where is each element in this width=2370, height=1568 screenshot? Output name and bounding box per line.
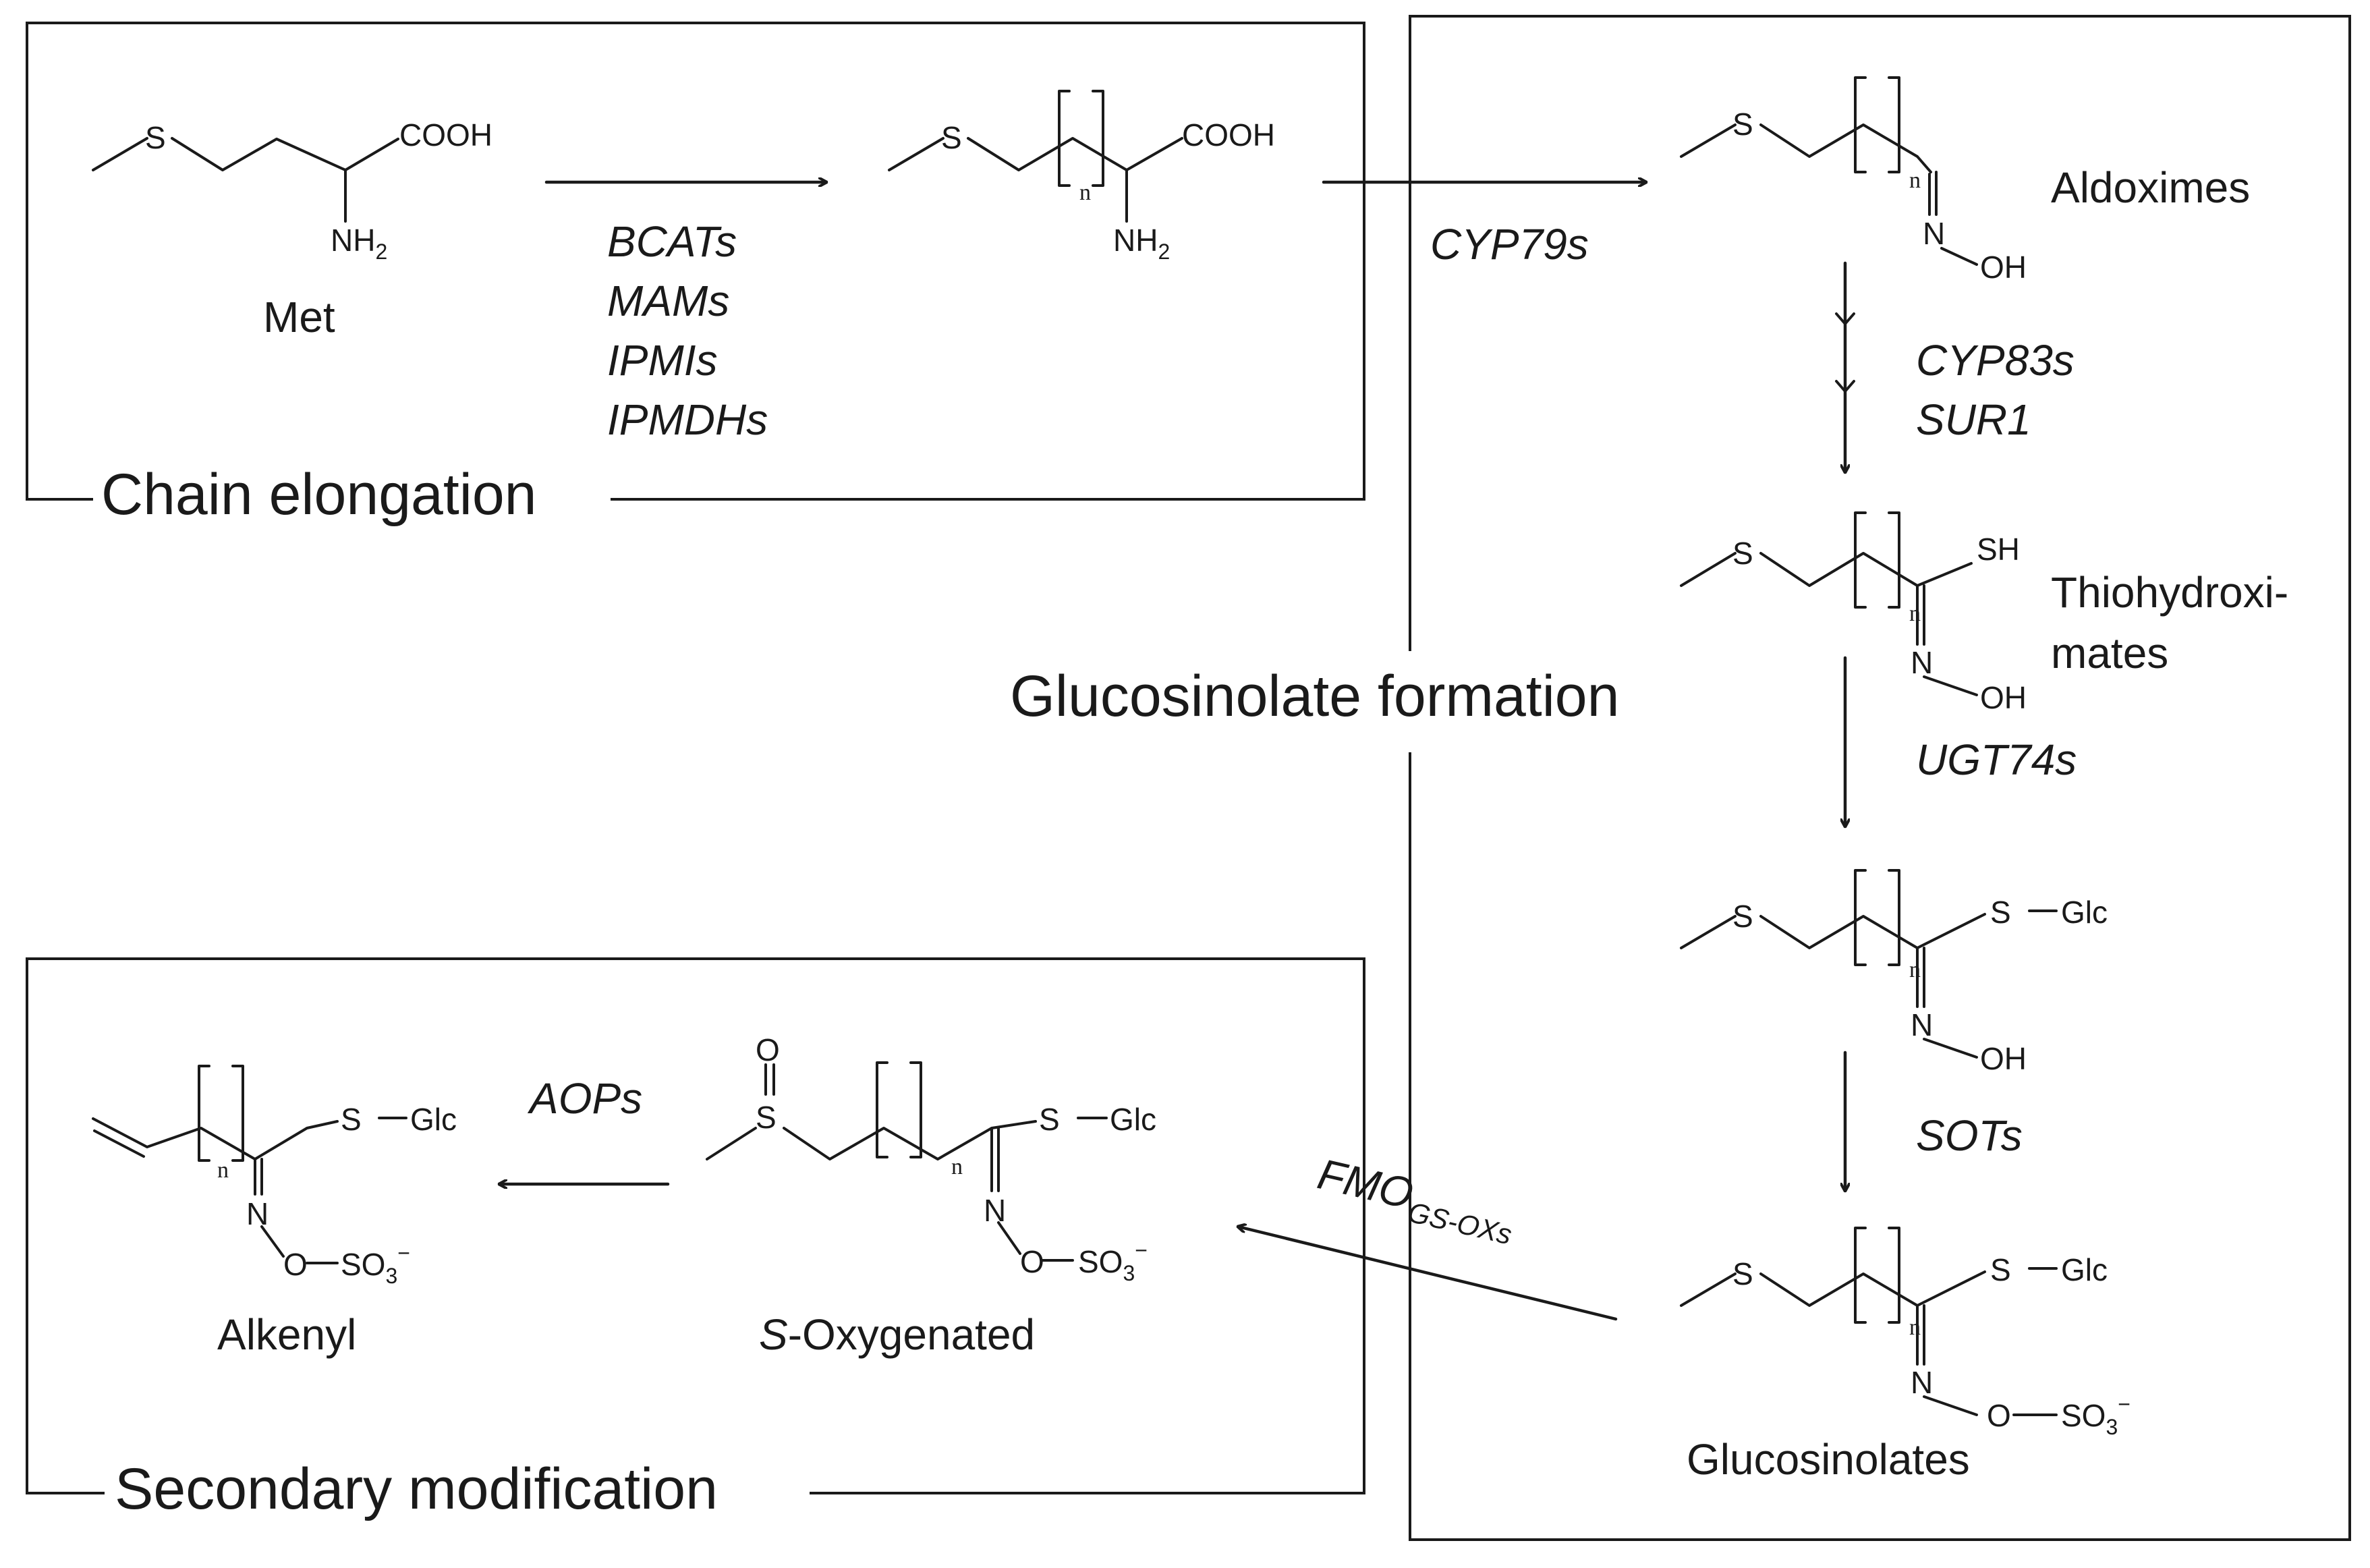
compound-label-thiohydroximates-1: Thiohydroxi- bbox=[2051, 568, 2288, 617]
repeat-index: n bbox=[1909, 601, 1921, 626]
atom-label: S bbox=[1732, 536, 1753, 571]
enzyme-label-mams: MAMs bbox=[607, 277, 729, 325]
atom-label: N bbox=[984, 1193, 1006, 1228]
repeat-index: n bbox=[1909, 957, 1921, 982]
repeat-index: n bbox=[1909, 1315, 1921, 1340]
structure-thiohydroximate: n S SH N OH Thiohydroxi- mates bbox=[1680, 511, 2288, 715]
compound-label-thiohydroximates-2: mates bbox=[2051, 629, 2168, 677]
atom-label: OH bbox=[1980, 680, 2027, 715]
atom-label: S bbox=[1039, 1102, 1060, 1137]
atom-label: S bbox=[1732, 899, 1753, 934]
compound-label-met: Met bbox=[263, 293, 335, 341]
atom-label: N bbox=[246, 1196, 269, 1231]
enzyme-label-cyp79s: CYP79s bbox=[1430, 220, 1589, 269]
atom-label: S bbox=[1732, 107, 1753, 142]
enzyme-label-sur1: SUR1 bbox=[1916, 395, 2031, 444]
enzyme-label-bcats: BCATs bbox=[607, 217, 737, 266]
compound-label-s-oxygenated: S-Oxygenated bbox=[759, 1310, 1035, 1359]
arrow-fmo-gs-ox bbox=[1238, 1227, 1618, 1321]
repeat-index: n bbox=[1079, 180, 1091, 205]
section-title-secondary-modification: Secondary modification bbox=[115, 1457, 718, 1521]
atom-label: O bbox=[756, 1032, 780, 1067]
atom-label: NH2 bbox=[1113, 223, 1170, 264]
repeat-index: n bbox=[1909, 168, 1921, 193]
enzyme-label-aops: AOPs bbox=[527, 1074, 642, 1123]
structure-s-oxygenated: n O S S Glc N O SO3− S-Oxygenated bbox=[706, 1032, 1156, 1359]
chain-elongation-frame bbox=[26, 22, 1365, 501]
compound-label-alkenyl: Alkenyl bbox=[217, 1310, 356, 1359]
section-title-chain-elongation: Chain elongation bbox=[101, 462, 537, 527]
enzyme-label-ugt74s: UGT74s bbox=[1916, 735, 2077, 784]
enzyme-label-fmo: FMOGS-OXs bbox=[1311, 1149, 1521, 1250]
atom-label: S bbox=[756, 1100, 777, 1135]
structure-elongated-amino-acid: n S COOH NH2 bbox=[888, 90, 1275, 264]
atom-label: Glc bbox=[1110, 1102, 1156, 1137]
atom-label: COOH bbox=[1182, 117, 1275, 152]
atom-label: N bbox=[1911, 1007, 1933, 1042]
atom-label: SO3− bbox=[1078, 1238, 1148, 1285]
structure-alkenyl: n S Glc N O SO3− Alkenyl bbox=[92, 1065, 457, 1359]
structure-methionine: S COOH NH2 Met bbox=[92, 117, 492, 341]
atom-label: S bbox=[1990, 1252, 2011, 1287]
atom-label: S bbox=[145, 120, 166, 155]
repeat-index: n bbox=[951, 1154, 963, 1179]
atom-label: O bbox=[1987, 1398, 2011, 1433]
enzyme-label-ipmis: IPMIs bbox=[607, 336, 718, 385]
structure-glucosinolate: n S S Glc N O SO3− Glucosinolates bbox=[1680, 1227, 2131, 1484]
atom-label: COOH bbox=[399, 117, 492, 152]
atom-label: SO3− bbox=[341, 1241, 410, 1288]
atom-label: S bbox=[941, 120, 962, 155]
atom-label: S bbox=[1732, 1256, 1753, 1291]
enzyme-label-sots: SOTs bbox=[1916, 1111, 2023, 1160]
atom-label: O bbox=[1020, 1244, 1044, 1279]
compound-label-aldoximes: Aldoximes bbox=[2051, 163, 2250, 212]
atom-label: S bbox=[341, 1102, 362, 1137]
atom-label: N bbox=[1911, 645, 1933, 680]
atom-label: Glc bbox=[410, 1102, 457, 1137]
structure-desulfo-glucosinolate: n S S Glc N OH bbox=[1680, 869, 2108, 1076]
section-title-glucosinolate-formation: Glucosinolate formation bbox=[1010, 664, 1619, 729]
atom-label: O bbox=[283, 1247, 308, 1282]
structure-aldoxime: n S N OH Aldoximes bbox=[1680, 76, 2250, 285]
atom-label: OH bbox=[1980, 250, 2027, 285]
compound-label-glucosinolates: Glucosinolates bbox=[1687, 1435, 1970, 1484]
enzyme-label-ipmdhs: IPMDHs bbox=[607, 395, 768, 444]
atom-label: N bbox=[1911, 1365, 1933, 1400]
repeat-index: n bbox=[217, 1158, 229, 1183]
atom-label: OH bbox=[1980, 1041, 2027, 1076]
enzyme-label-cyp83s: CYP83s bbox=[1916, 336, 2075, 385]
atom-label: SO3− bbox=[2061, 1392, 2131, 1439]
atom-label: SH bbox=[1977, 532, 2020, 567]
atom-label: NH2 bbox=[331, 223, 387, 264]
atom-label: Glc bbox=[2061, 1252, 2108, 1287]
atom-label: Glc bbox=[2061, 895, 2108, 930]
atom-label: N bbox=[1923, 216, 1945, 251]
secondary-modification-frame bbox=[26, 957, 1365, 1494]
glucosinolate-formation-frame bbox=[1409, 15, 2351, 1541]
atom-label: S bbox=[1990, 895, 2011, 930]
